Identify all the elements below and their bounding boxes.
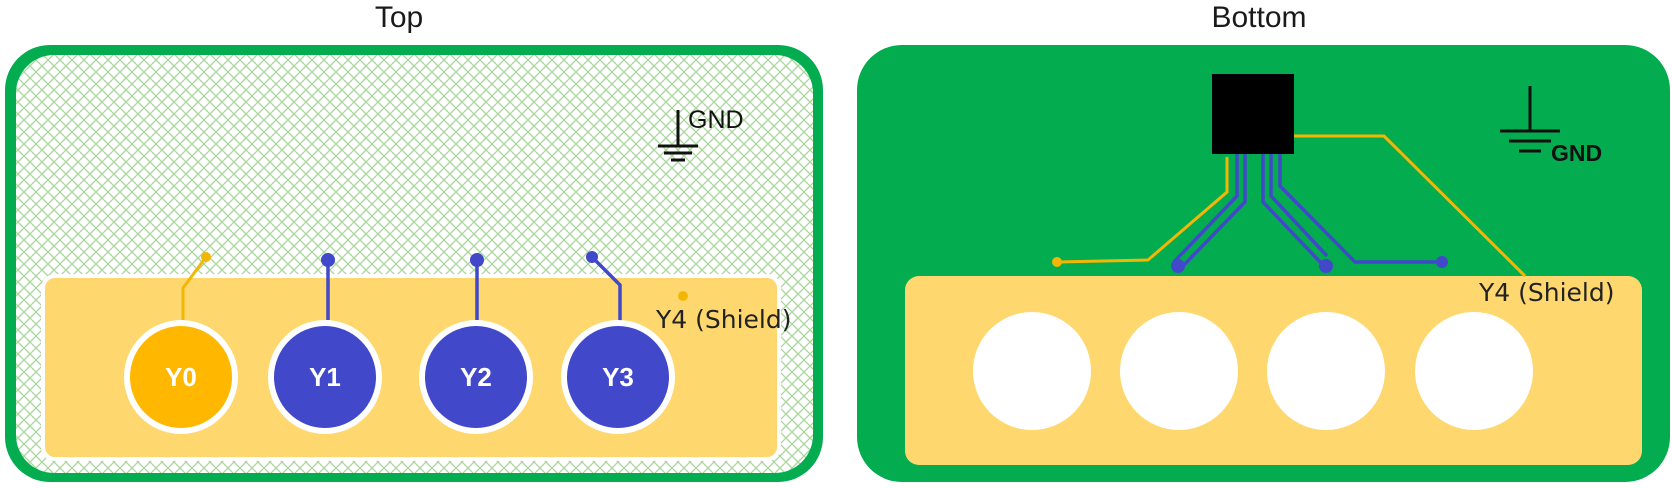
top-pad-y2: Y2 (419, 320, 533, 434)
top-pad-y0: Y0 (124, 320, 238, 434)
top-pad-y3: Y3 (561, 320, 675, 434)
top-shield-label: Y4 (Shield) (655, 305, 792, 334)
via-y1 (321, 253, 335, 267)
pad-y1-label: Y1 (309, 362, 341, 392)
pad-y1-circle (274, 326, 376, 428)
trace-bottom-y0 (1056, 157, 1229, 264)
via-bottom-y0 (1052, 257, 1062, 267)
pad-y0-label: Y0 (165, 362, 197, 392)
trace-bottom-y3 (1278, 154, 1442, 264)
bottom-traces (1052, 134, 1527, 278)
via-y2 (470, 253, 484, 267)
bottom-gnd-label: GND (1551, 140, 1602, 166)
bottom-ground-icon (1500, 86, 1560, 153)
bottom-pad-hole-4 (1415, 312, 1533, 430)
pad-y2-label: Y2 (460, 362, 492, 392)
top-board: Y0 Y1 Y2 Y3 GND Y4 (Shield) (5, 45, 823, 482)
trace-y0 (181, 256, 208, 320)
top-pad-y1: Y1 (268, 320, 382, 434)
pad-y3-circle (567, 326, 669, 428)
via-bottom-y2 (1319, 259, 1333, 273)
top-traces (181, 251, 688, 325)
bottom-pad-hole-3 (1267, 312, 1385, 430)
trace-bottom-y1-outer (1172, 154, 1239, 264)
bottom-title: Bottom (1211, 1, 1306, 34)
top-title: Top (375, 1, 423, 34)
via-bottom-y1 (1171, 259, 1185, 273)
via-shield (678, 291, 688, 301)
controller-chip (1212, 74, 1294, 154)
top-ground-icon (658, 110, 698, 162)
trace-y3 (590, 255, 622, 325)
trace-bottom-y1-inner (1181, 154, 1247, 268)
bottom-pad-hole-1 (973, 312, 1091, 430)
pad-y3-label: Y3 (602, 362, 634, 392)
trace-bottom-shield (1294, 134, 1527, 278)
pad-y2-circle (425, 326, 527, 428)
via-bottom-y3 (1436, 256, 1448, 268)
via-y3 (586, 251, 598, 263)
bottom-pad-hole-2 (1120, 312, 1238, 430)
top-gnd-label: GND (688, 106, 744, 134)
trace-bottom-y2-outer (1269, 154, 1329, 258)
bottom-shield-label: Y4 (Shield) (1478, 278, 1615, 307)
via-y0 (201, 252, 211, 262)
trace-bottom-y2-inner (1261, 154, 1324, 266)
bottom-board: GND Y4 (Shield) (857, 45, 1670, 482)
pad-y0-circle (130, 326, 232, 428)
